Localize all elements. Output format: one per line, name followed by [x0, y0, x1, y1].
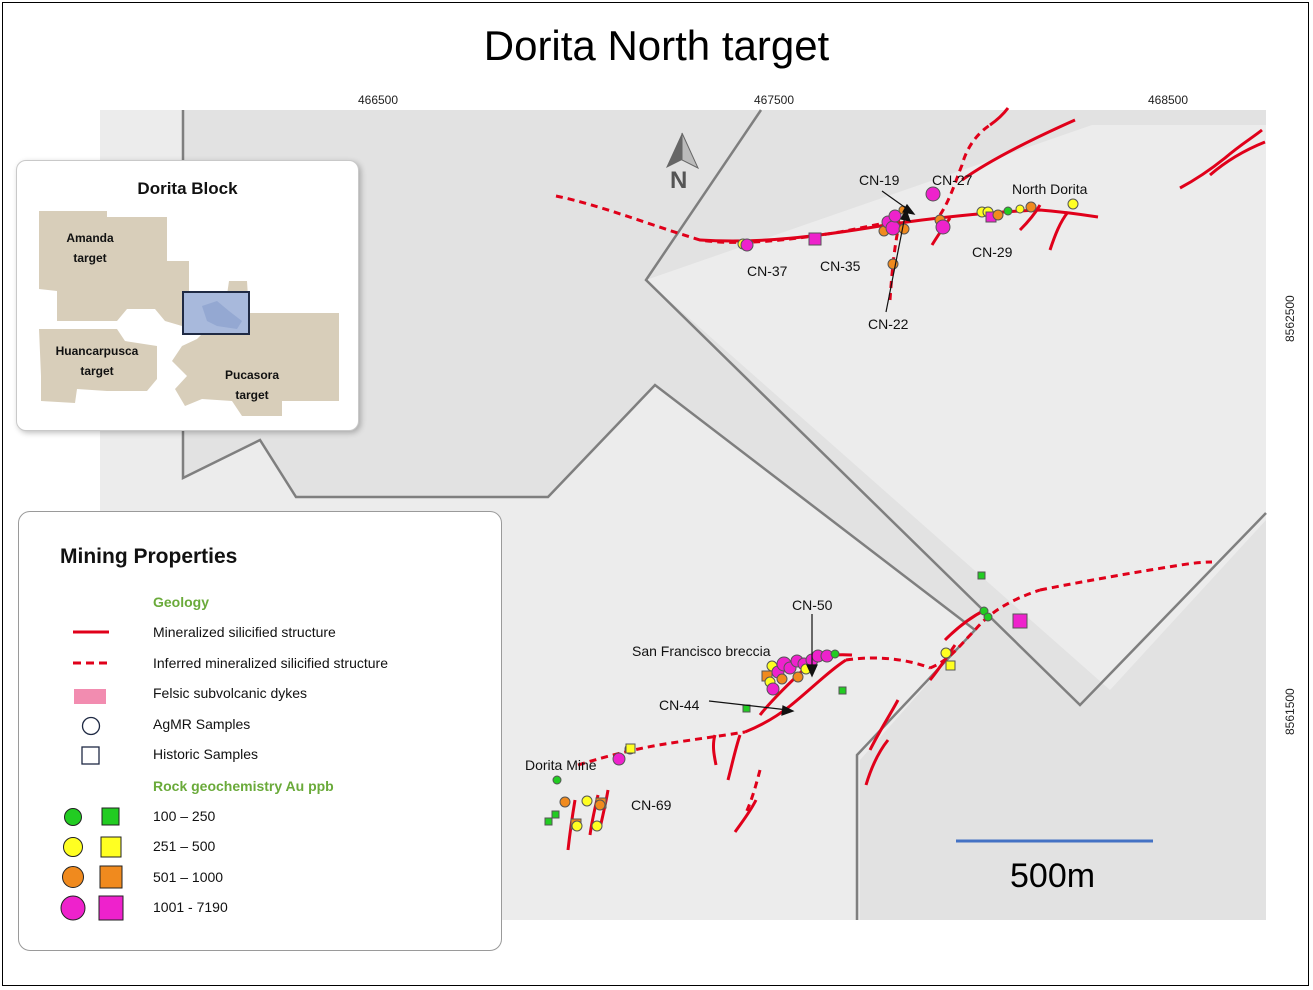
legend-class-symbols — [60, 807, 124, 921]
map-title: Dorita North target — [483, 22, 830, 69]
legend-felsic-symbol — [74, 689, 106, 704]
inset-title: Dorita Block — [137, 179, 238, 198]
label-dorita-mine: Dorita Mine — [525, 757, 597, 773]
scale-bar-label: 500m — [1010, 857, 1096, 895]
label-cn69: CN-69 — [631, 797, 672, 813]
legend-class-2-label: 251 – 500 — [153, 838, 216, 854]
legend-class-4-label: 1001 - 7190 — [153, 899, 228, 915]
legend-geology-heading: Geology — [153, 594, 210, 610]
property-border-west — [181, 110, 977, 920]
property-polygon — [183, 110, 1266, 920]
inset-blocks — [39, 211, 339, 416]
label-cn50: CN-50 — [792, 597, 833, 613]
legend-title: Mining Properties — [60, 545, 238, 568]
legend-historic-symbol — [81, 746, 100, 765]
easting-tick-2: 467500 — [753, 93, 795, 107]
legend-rock-heading: Rock geochemistry Au ppb — [153, 778, 334, 794]
north-samples — [737, 186, 1079, 270]
legend-inferred-label: Inferred mineralized silicified structur… — [153, 655, 388, 671]
label-cn27: CN-27 — [932, 172, 973, 188]
legend-historic-label: Historic Samples — [153, 746, 259, 762]
legend-class-1-label: 100 – 250 — [153, 808, 216, 824]
label-cn19: CN-19 — [859, 172, 900, 188]
label-cn37: CN-37 — [747, 263, 788, 279]
northing-tick-2: 8561500 — [1283, 688, 1297, 735]
legend-class-3-label: 501 – 1000 — [153, 869, 224, 885]
label-cn29: CN-29 — [972, 244, 1013, 260]
north-arrow-icon — [666, 132, 700, 170]
south-samples — [544, 571, 1028, 832]
northing-tick-1: 8562500 — [1283, 295, 1297, 342]
north-structures — [555, 107, 1266, 301]
legend-mineralized-symbol — [73, 630, 109, 634]
legend-felsic-label: Felsic subvolcanic dykes — [153, 685, 308, 701]
north-arrow-label: N — [670, 167, 688, 194]
label-cn35: CN-35 — [820, 258, 861, 274]
legend-agmr-label: AgMR Samples — [153, 716, 251, 732]
easting-tick-3: 468500 — [1147, 93, 1189, 107]
property-border-east — [644, 109, 1267, 707]
legend-agmr-symbol — [81, 716, 101, 736]
label-cn44: CN-44 — [659, 697, 700, 713]
callout-arrows — [708, 190, 916, 716]
label-cn22: CN-22 — [868, 316, 909, 332]
legend-inferred-symbol — [73, 661, 111, 665]
label-north-dorita: North Dorita — [1012, 181, 1088, 197]
legend-mineralized-label: Mineralized silicified structure — [153, 624, 336, 640]
label-san-francisco-breccia: San Francisco breccia — [632, 643, 771, 659]
easting-tick-1: 466500 — [357, 93, 399, 107]
legend: Mining Properties Geology Mineralized si… — [18, 511, 502, 951]
